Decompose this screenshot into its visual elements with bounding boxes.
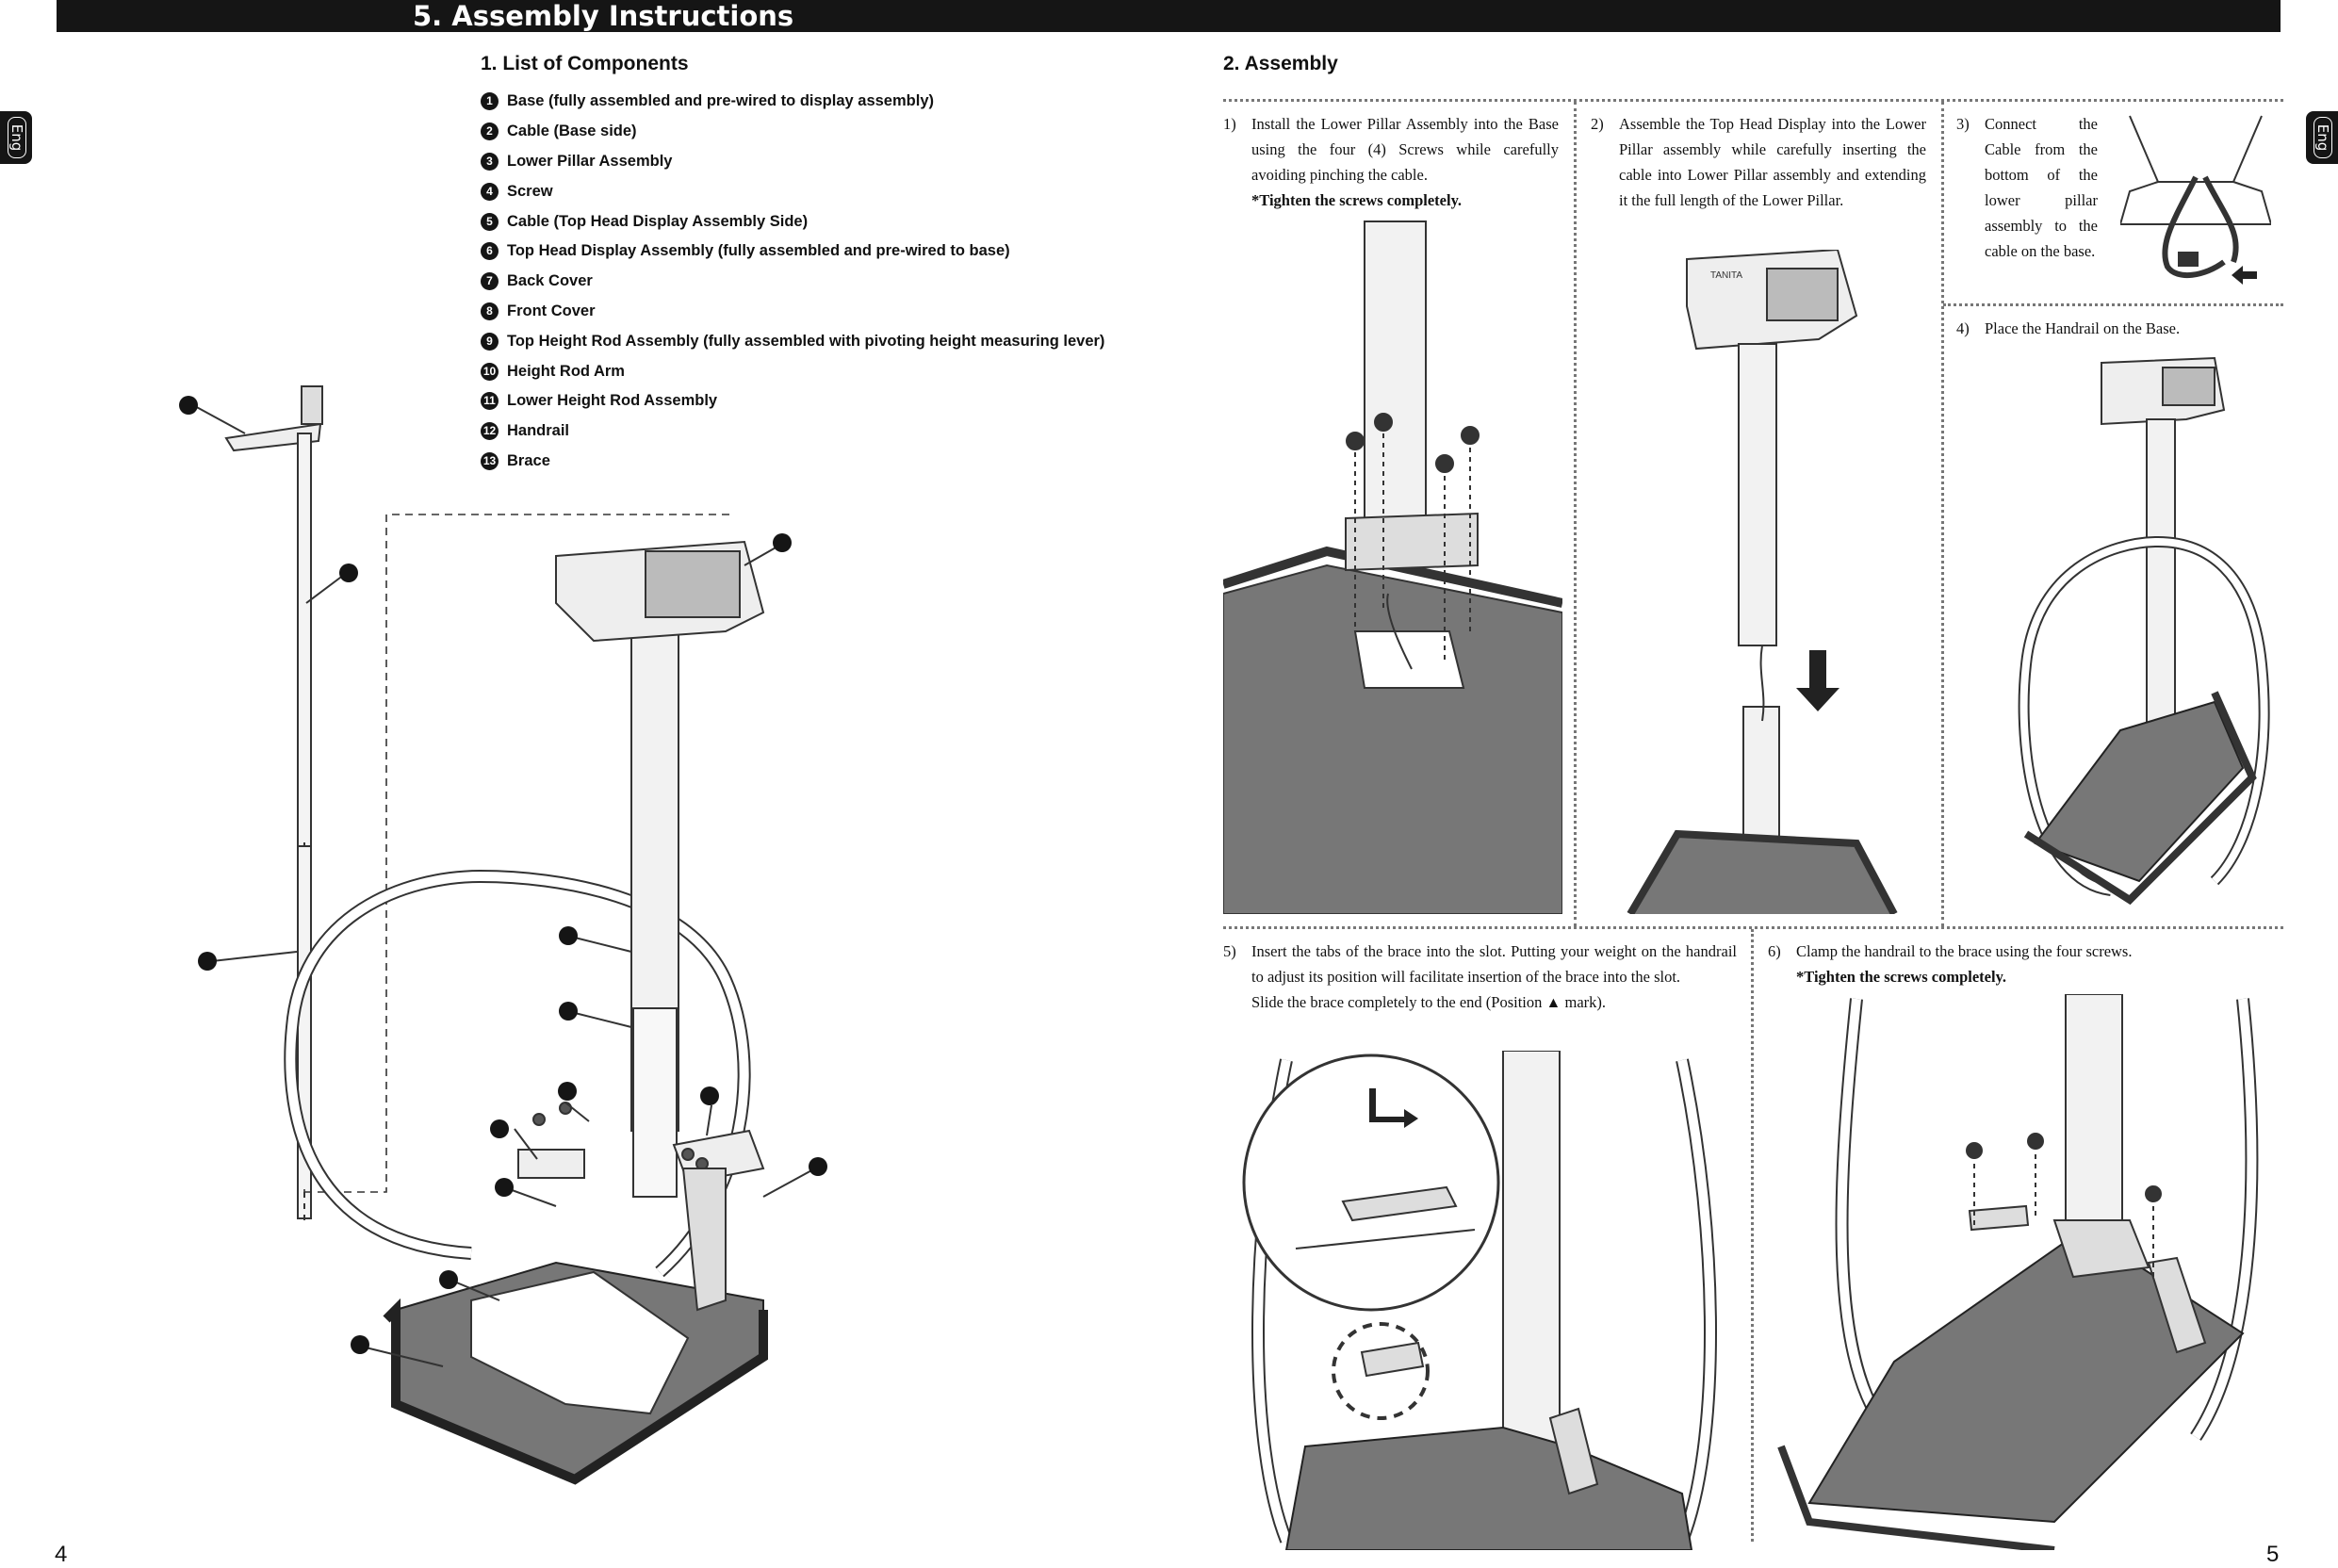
header-bar: [57, 0, 2281, 32]
component-label: Handrail: [507, 422, 570, 440]
component-label: Cable (Top Head Display Assembly Side): [507, 212, 809, 230]
component-label: Lower Pillar Assembly: [507, 152, 673, 170]
divider-step34: [1943, 303, 2283, 306]
step-4-illustration: [2018, 356, 2270, 906]
top-height-rod: [297, 433, 312, 906]
component-label: Front Cover: [507, 302, 596, 319]
language-tab-label: Eng: [2313, 117, 2332, 158]
component-number: 12: [481, 422, 499, 441]
component-number: 5: [481, 212, 499, 231]
exploded-view-diagram: [179, 385, 827, 1485]
component-label: Cable (Base side): [507, 122, 637, 140]
component-item: 7 Back Cover: [481, 267, 1104, 297]
step-text: Insert the tabs of the brace into the sl…: [1251, 942, 1737, 986]
step-number: 5): [1223, 942, 1236, 960]
component-number: 4: [481, 182, 499, 201]
component-label: Screw: [507, 182, 553, 200]
component-label: Top Height Rod Assembly (fully assembled…: [507, 332, 1105, 350]
step-number: 3): [1956, 115, 1970, 133]
divider-v1: [1574, 102, 1577, 926]
height-rod-arm-shape: [224, 422, 322, 452]
assembly-title: 2. Assembly: [1223, 53, 1338, 74]
component-item: 13 Brace: [481, 447, 1104, 477]
front-cover: [470, 1270, 690, 1415]
step-6-illustration: [1777, 994, 2259, 1550]
components-title: 1. List of Components: [481, 53, 689, 74]
step-text: Connect the Cable from the bottom of the…: [1985, 115, 2098, 260]
step-note: *Tighten the screws completely.: [1251, 191, 1463, 209]
divider-middle: [1223, 926, 2283, 929]
component-number: 7: [481, 272, 499, 291]
step-6: 6) Clamp the handrail to the brace using…: [1768, 939, 2258, 995]
divider-top: [1223, 99, 2283, 102]
step-text: Assemble the Top Head Display into the L…: [1619, 115, 1926, 209]
step-text: Install the Lower Pillar Assembly into t…: [1251, 115, 1559, 184]
component-item: 12 Handrail: [481, 416, 1104, 447]
component-number: 1: [481, 92, 499, 111]
component-item: 5 Cable (Top Head Display Assembly Side): [481, 206, 1104, 237]
component-item: 11 Lower Height Rod Assembly: [481, 386, 1104, 416]
page-number-right: 5: [2266, 1542, 2280, 1567]
language-tab-right: Eng: [2306, 111, 2338, 164]
components-list: 1 Base (fully assembled and pre-wired to …: [481, 87, 1104, 476]
divider-v2: [1941, 102, 1944, 926]
step-text-2a: Slide the brace completely to the end (P…: [1251, 993, 1543, 1011]
height-rod-head: [301, 385, 323, 425]
left-arrow-icon: [2232, 266, 2257, 285]
step-1-illustration: [1223, 220, 1562, 914]
step-text-2b: mark).: [1564, 993, 1607, 1011]
right-arrow-icon: [1369, 1088, 1418, 1128]
step-number: 1): [1223, 115, 1236, 133]
step-1: 1) Install the Lower Pillar Assembly int…: [1223, 111, 1559, 215]
step-2-illustration: TANITA: [1627, 250, 1898, 914]
component-number: 6: [481, 242, 499, 261]
divider-v3: [1751, 929, 1754, 1542]
component-item: 4 Screw: [481, 176, 1104, 206]
component-item: 1 Base (fully assembled and pre-wired to …: [481, 87, 1104, 117]
brand-label: TANITA: [1710, 270, 1742, 281]
component-label: Top Head Display Assembly (fully assembl…: [507, 242, 1010, 260]
language-tab-left: Eng: [0, 111, 32, 164]
component-label: Lower Height Rod Assembly: [507, 392, 718, 410]
step-4: 4) Place the Handrail on the Base.: [1956, 316, 2277, 344]
triangle-mark-icon: ▲: [1545, 995, 1561, 1011]
callout-badges: [179, 396, 827, 1354]
page-number-left: 4: [55, 1542, 68, 1567]
component-number: 8: [481, 302, 499, 320]
page-title: 5. Assembly Instructions: [413, 0, 794, 32]
step-text: Clamp the handrail to the brace using th…: [1796, 942, 2133, 960]
component-item: 10 Height Rod Arm: [481, 356, 1104, 386]
down-arrow-icon: [1796, 650, 1839, 711]
step-5: 5) Insert the tabs of the brace into the…: [1223, 939, 1737, 1042]
component-label: Back Cover: [507, 272, 593, 290]
component-item: 9 Top Height Rod Assembly (fully assemble…: [481, 326, 1104, 356]
component-label: Brace: [507, 451, 550, 469]
step-5-illustration: [1242, 1051, 1717, 1550]
step-note: *Tighten the screws completely.: [1796, 968, 2007, 986]
brace-part: [517, 1149, 585, 1179]
step-number: 6): [1768, 942, 1781, 960]
language-tab-label: Eng: [8, 117, 26, 158]
component-number: 9: [481, 332, 499, 351]
component-number: 13: [481, 451, 499, 470]
component-label: Base (fully assembled and pre-wired to d…: [507, 92, 934, 110]
step-2: 2) Assemble the Top Head Display into th…: [1591, 111, 1926, 243]
component-number: 2: [481, 122, 499, 141]
step-3-illustration: [2120, 115, 2271, 285]
component-number: 3: [481, 152, 499, 171]
step-number: 4): [1956, 319, 1970, 337]
component-item: 2 Cable (Base side): [481, 117, 1104, 147]
component-number: 11: [481, 392, 499, 411]
component-number: 10: [481, 362, 499, 381]
component-item: 3 Lower Pillar Assembly: [481, 147, 1104, 177]
step-text: Place the Handrail on the Base.: [1985, 319, 2181, 337]
component-item: 6 Top Head Display Assembly (fully assemb…: [481, 237, 1104, 267]
component-label: Height Rod Arm: [507, 362, 625, 380]
component-item: 8 Front Cover: [481, 297, 1104, 327]
step-3: 3) Connect the Cable from the bottom of …: [1956, 111, 2098, 290]
display-screen: [645, 550, 741, 618]
step-number: 2): [1591, 115, 1604, 133]
